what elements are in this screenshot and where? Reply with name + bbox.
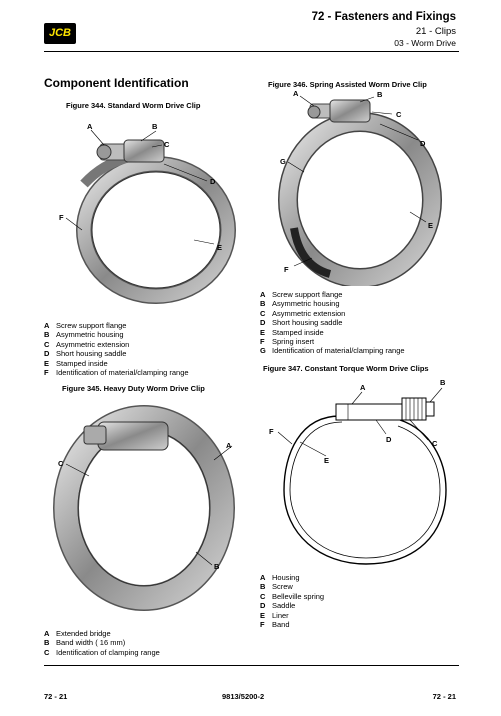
fig346-callout-e: E xyxy=(428,221,433,230)
jcb-logo: JCB xyxy=(44,23,76,44)
header-subtitle-section: 21 - Clips xyxy=(415,26,456,37)
fig346-callout-f: F xyxy=(284,265,289,274)
figure-345-illustration: A B C xyxy=(53,405,235,611)
figure-347-title: Figure 347. Constant Torque Worm Drive C… xyxy=(263,364,429,373)
fig344-callout-c: C xyxy=(164,140,170,149)
fig347-callout-e: E xyxy=(324,456,329,465)
fig347-callout-a: A xyxy=(360,383,366,392)
fig347-callout-b: B xyxy=(440,378,446,387)
section-title: Component Identification xyxy=(44,76,189,90)
figure-347-illustration: A B C D E F xyxy=(269,378,447,565)
header-subtitle-subsection: 03 - Worm Drive xyxy=(394,38,456,48)
fig346-callout-c: C xyxy=(396,110,402,119)
footer-rule xyxy=(44,665,459,666)
fig347-callout-f: F xyxy=(269,427,274,436)
fig346-callout-a: A xyxy=(293,89,299,98)
fig347-callout-d: D xyxy=(386,435,392,444)
fig344-callout-f: F xyxy=(59,213,64,222)
fig344-callout-d: D xyxy=(210,177,216,186)
fig344-callout-a: A xyxy=(87,122,93,131)
figure-344-title: Figure 344. Standard Worm Drive Clip xyxy=(66,101,201,110)
header-rule xyxy=(44,51,459,52)
fig346-callout-g: G xyxy=(280,157,286,166)
fig345-callout-b: B xyxy=(214,562,220,571)
fig346-callout-d: D xyxy=(420,139,426,148)
figure-344-illustration: A B C D E F xyxy=(59,122,236,304)
figure-346-title: Figure 346. Spring Assisted Worm Drive C… xyxy=(268,80,427,89)
footer-page-right: 72 - 21 xyxy=(432,692,456,701)
header-title: 72 - Fasteners and Fixings xyxy=(311,11,456,23)
footer-doc-number: 9813/5200-2 xyxy=(222,692,265,701)
footer-page-left: 72 - 21 xyxy=(44,692,68,701)
fig344-callout-b: B xyxy=(152,122,158,131)
fig344-callout-e: E xyxy=(217,243,222,252)
fig345-callout-c: C xyxy=(58,459,64,468)
fig346-callout-b: B xyxy=(377,90,383,99)
fig345-callout-a: A xyxy=(226,441,232,450)
fig347-callout-c: C xyxy=(432,439,438,448)
figure-345-title: Figure 345. Heavy Duty Worm Drive Clip xyxy=(62,384,205,393)
figure-346-illustration: A B C D E F G xyxy=(278,89,442,286)
